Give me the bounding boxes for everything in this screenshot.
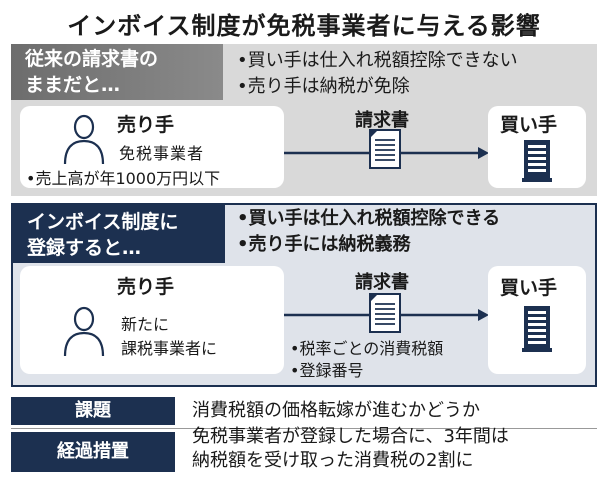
seller-box-current	[20, 106, 284, 188]
divider	[11, 428, 597, 429]
invoice-note-tax-amount: •税率ごとの消費税額	[290, 339, 444, 358]
person-icon	[63, 114, 105, 165]
page-title: インボイス制度が免税事業者に与える影響	[67, 12, 541, 40]
invoice-notes: •税率ごとの消費税額 •登録番号	[290, 338, 443, 382]
seller-note: •売上高が年1000万円以下	[26, 169, 221, 188]
bullet-buyer-no-deduction: •買い手は仕入れ税額控除できない	[237, 50, 518, 71]
current-invoice-bullets: •買い手は仕入れ税額控除できない •売り手は納税が免除	[237, 48, 518, 100]
seller-status-line2: 課税事業者に	[121, 339, 218, 358]
seller-status-registered: 新たに 課税事業者に	[121, 313, 217, 361]
issues-label: 課題	[11, 397, 175, 425]
bullet-seller-exempt: •売り手は納税が免除	[237, 76, 410, 97]
current-invoice-header-line1: 従来の請求書の	[25, 48, 159, 70]
building-icon	[522, 140, 552, 182]
seller-status: 免税事業者	[119, 144, 205, 163]
transition-text-line2: 納税額を受け取った消費税の2割に	[192, 450, 474, 471]
invoice-note-registration-number: •登録番号	[290, 361, 364, 380]
building-icon	[522, 306, 552, 352]
bullet-buyer-deduction: •買い手は仕入れ税額控除できる	[237, 208, 501, 229]
transition-label: 経過措置	[11, 432, 175, 472]
invoice-label: 請求書	[355, 110, 409, 131]
seller-label: 売り手	[117, 276, 175, 298]
person-icon	[63, 306, 105, 357]
invoice-label: 請求書	[355, 272, 409, 293]
seller-label: 売り手	[117, 114, 175, 136]
buyer-label: 買い手	[500, 114, 558, 136]
transition-text-line1: 免税事業者が登録した場合に、3年間は	[192, 426, 509, 447]
transition-text: 免税事業者が登録した場合に、3年間は 納税額を受け取った消費税の2割に	[192, 425, 509, 473]
seller-status-line1: 新たに	[121, 315, 170, 334]
buyer-label: 買い手	[500, 277, 558, 299]
invoice-flow-arrow	[284, 293, 489, 333]
issues-text: 消費税額の価格転嫁が進むかどうか	[192, 400, 480, 421]
current-invoice-header-line2: ままだと…	[25, 74, 121, 96]
current-invoice-header: 従来の請求書の ままだと…	[11, 44, 223, 100]
bullet-seller-tax-obligation: •売り手には納税義務	[237, 234, 411, 255]
invoice-system-bullets: •買い手は仕入れ税額控除できる •売り手には納税義務	[237, 206, 500, 258]
invoice-system-header-line1: インボイス制度に	[27, 211, 179, 233]
invoice-flow-arrow	[284, 129, 489, 169]
invoice-system-header-line2: 登録すると…	[27, 237, 142, 259]
invoice-system-header: インボイス制度に 登録すると…	[13, 205, 225, 263]
